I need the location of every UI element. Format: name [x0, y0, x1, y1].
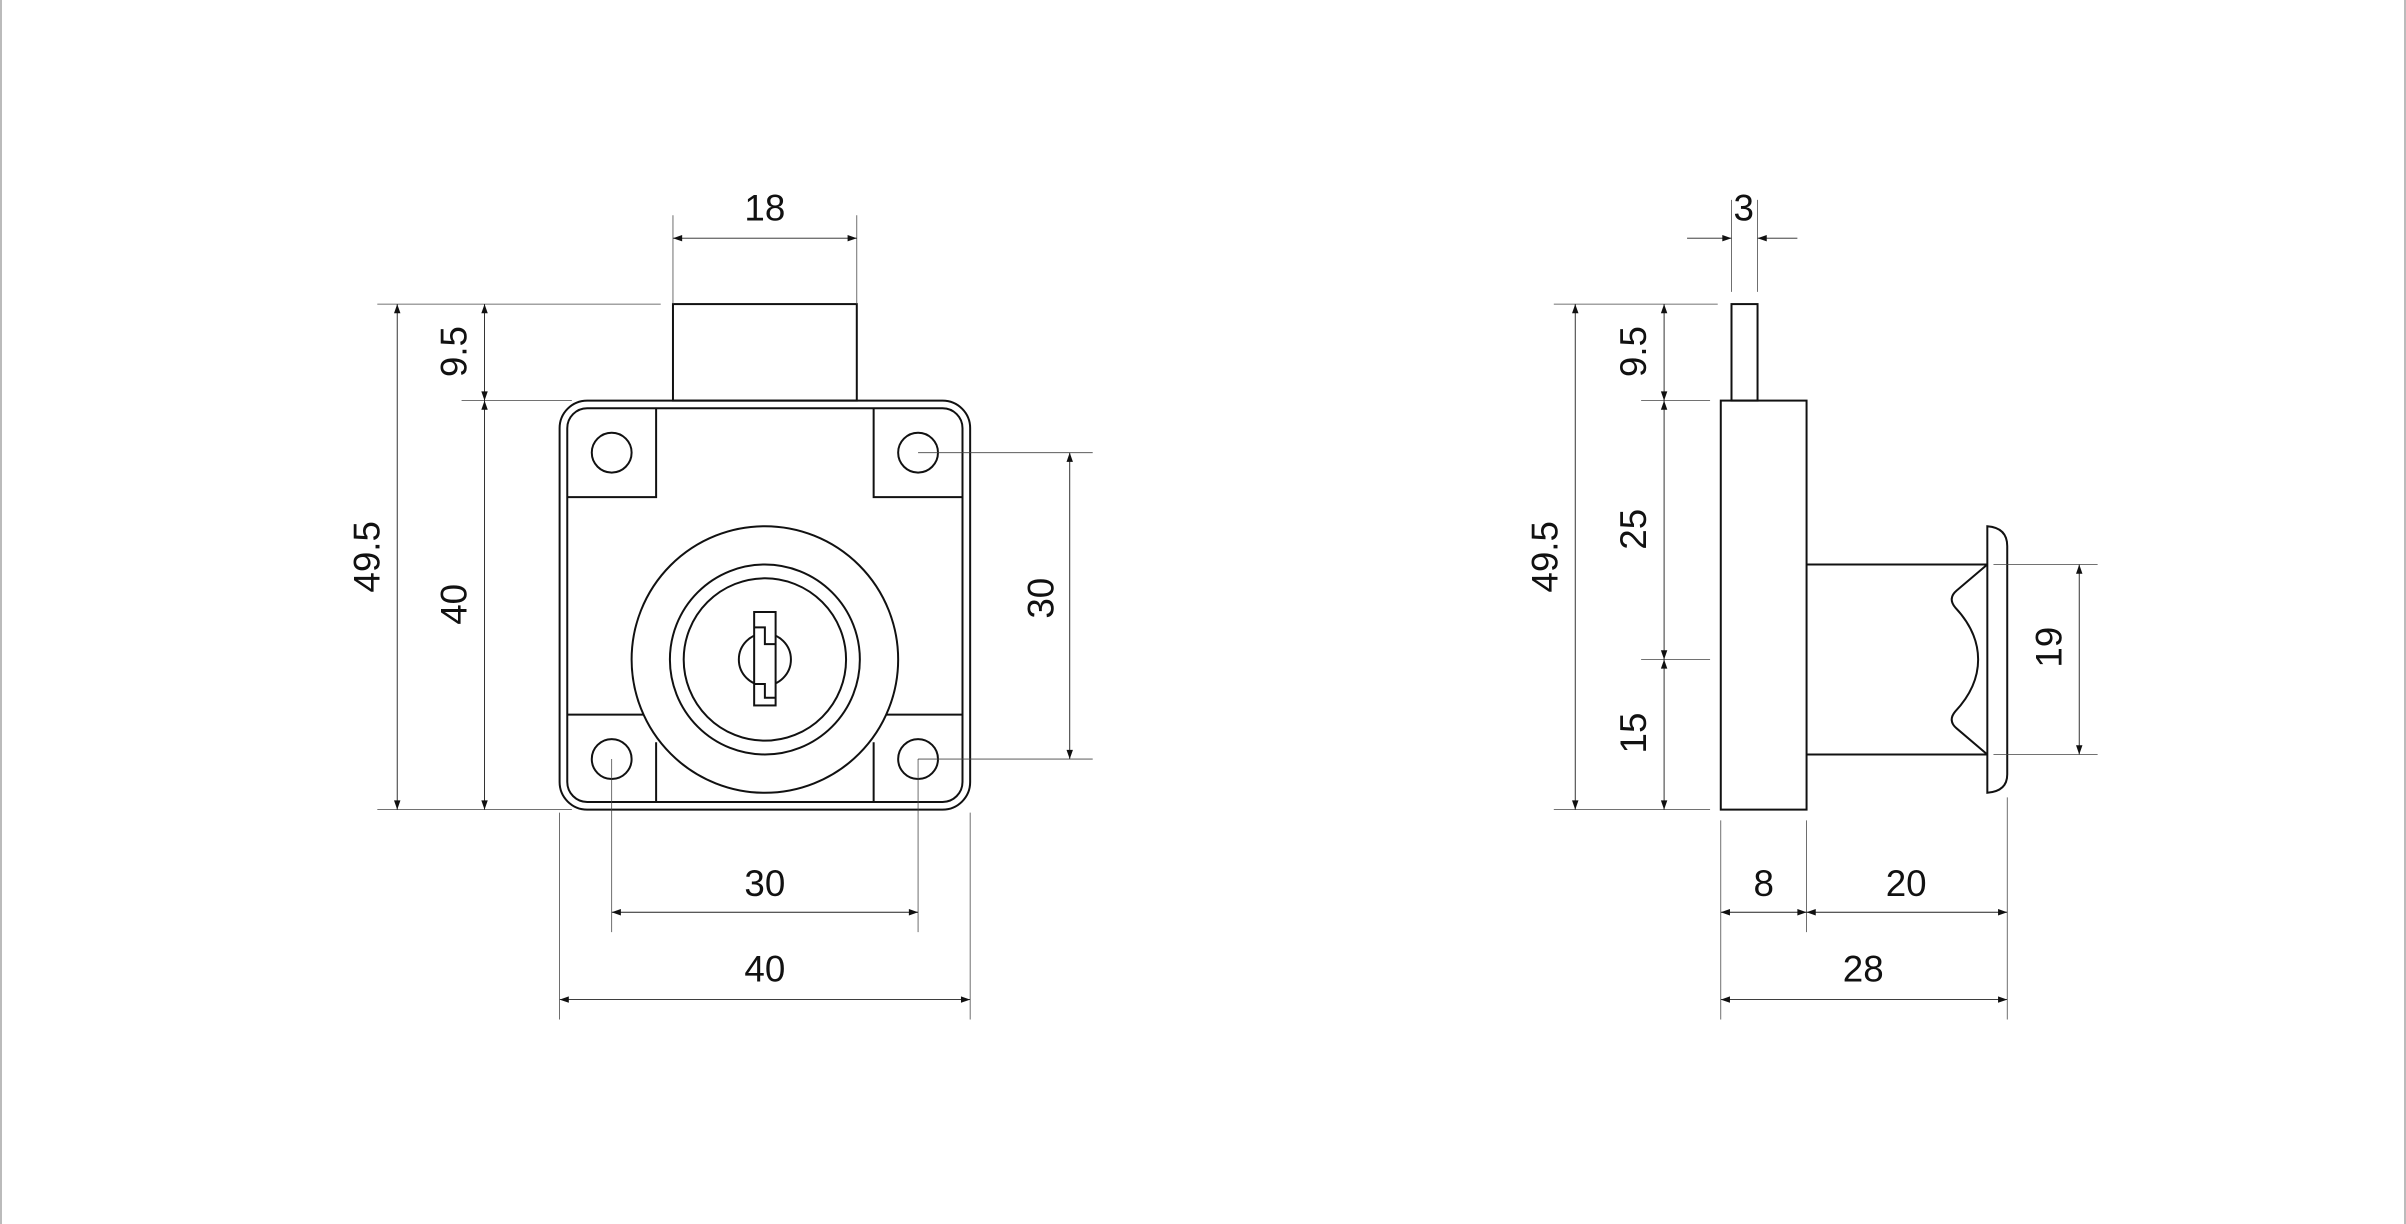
front-view: 18 9.5 49.5 40 30 30 40 — [346, 187, 1093, 1020]
dim-label: 15 — [1613, 713, 1654, 754]
dim-label: 30 — [744, 863, 785, 904]
dim-label: 25 — [1613, 509, 1654, 550]
extension-lines — [1553, 199, 2098, 1020]
dim-hole-spacing-horizontal: 30 — [611, 863, 919, 916]
dim-label: 40 — [434, 584, 475, 625]
dim-body-width: 40 — [559, 949, 971, 1003]
lock-body-inner — [566, 407, 964, 803]
dim-front-overall-height: 49.5 — [346, 304, 401, 810]
dim-label: 9.5 — [1613, 326, 1654, 377]
dim-cylinder-length: 20 — [1806, 863, 2008, 916]
dim-label: 20 — [1886, 863, 1927, 904]
dim-bolt-thickness: 3 — [1687, 187, 1798, 242]
dim-overall-depth: 28 — [1720, 949, 2008, 1003]
dim-hole-spacing-vertical: 30 — [1020, 452, 1073, 760]
dim-label: 3 — [1734, 187, 1754, 228]
lock-bolt — [671, 303, 858, 402]
dim-label: 40 — [744, 949, 785, 990]
corner-pad-top-right — [872, 408, 963, 499]
dim-label: 49.5 — [1524, 521, 1565, 593]
dim-label: 30 — [1020, 578, 1061, 619]
dim-label: 8 — [1753, 863, 1773, 904]
dim-body-depth: 8 — [1720, 863, 1807, 916]
dim-label: 28 — [1843, 949, 1884, 990]
dim-knob-diameter: 19 — [2028, 564, 2083, 755]
dim-label: 49.5 — [346, 521, 387, 593]
side-bolt — [1730, 303, 1759, 402]
lock-body-outer — [558, 399, 972, 811]
side-cylinder — [1806, 563, 1988, 756]
mounting-hole — [590, 431, 633, 474]
side-view: 3 9.5 49.5 25 15 19 8 20 — [1524, 187, 2098, 1020]
keyhole-icon — [753, 611, 777, 707]
extension-lines — [377, 303, 1093, 1020]
dim-body-height: 40 — [434, 400, 488, 810]
dim-side-bolt-projection: 9.5 — [1613, 304, 1668, 401]
dim-upper-offset: 25 — [1613, 400, 1668, 660]
dim-side-overall-height: 49.5 — [1524, 304, 1579, 810]
cylinder-plug — [682, 577, 848, 742]
corner-pad-top-left — [567, 408, 658, 499]
side-knob — [1986, 525, 2009, 794]
dim-label: 9.5 — [434, 326, 475, 377]
dim-front-bolt-projection: 9.5 — [434, 304, 488, 401]
dim-label: 19 — [2028, 627, 2069, 668]
cylinder-scallop — [1950, 563, 1988, 756]
cylinder-ring — [668, 563, 861, 756]
side-body — [1719, 399, 1808, 811]
dim-label: 18 — [744, 187, 785, 228]
dim-lower-offset: 15 — [1613, 659, 1668, 810]
dim-bolt-width: 18 — [672, 187, 858, 305]
